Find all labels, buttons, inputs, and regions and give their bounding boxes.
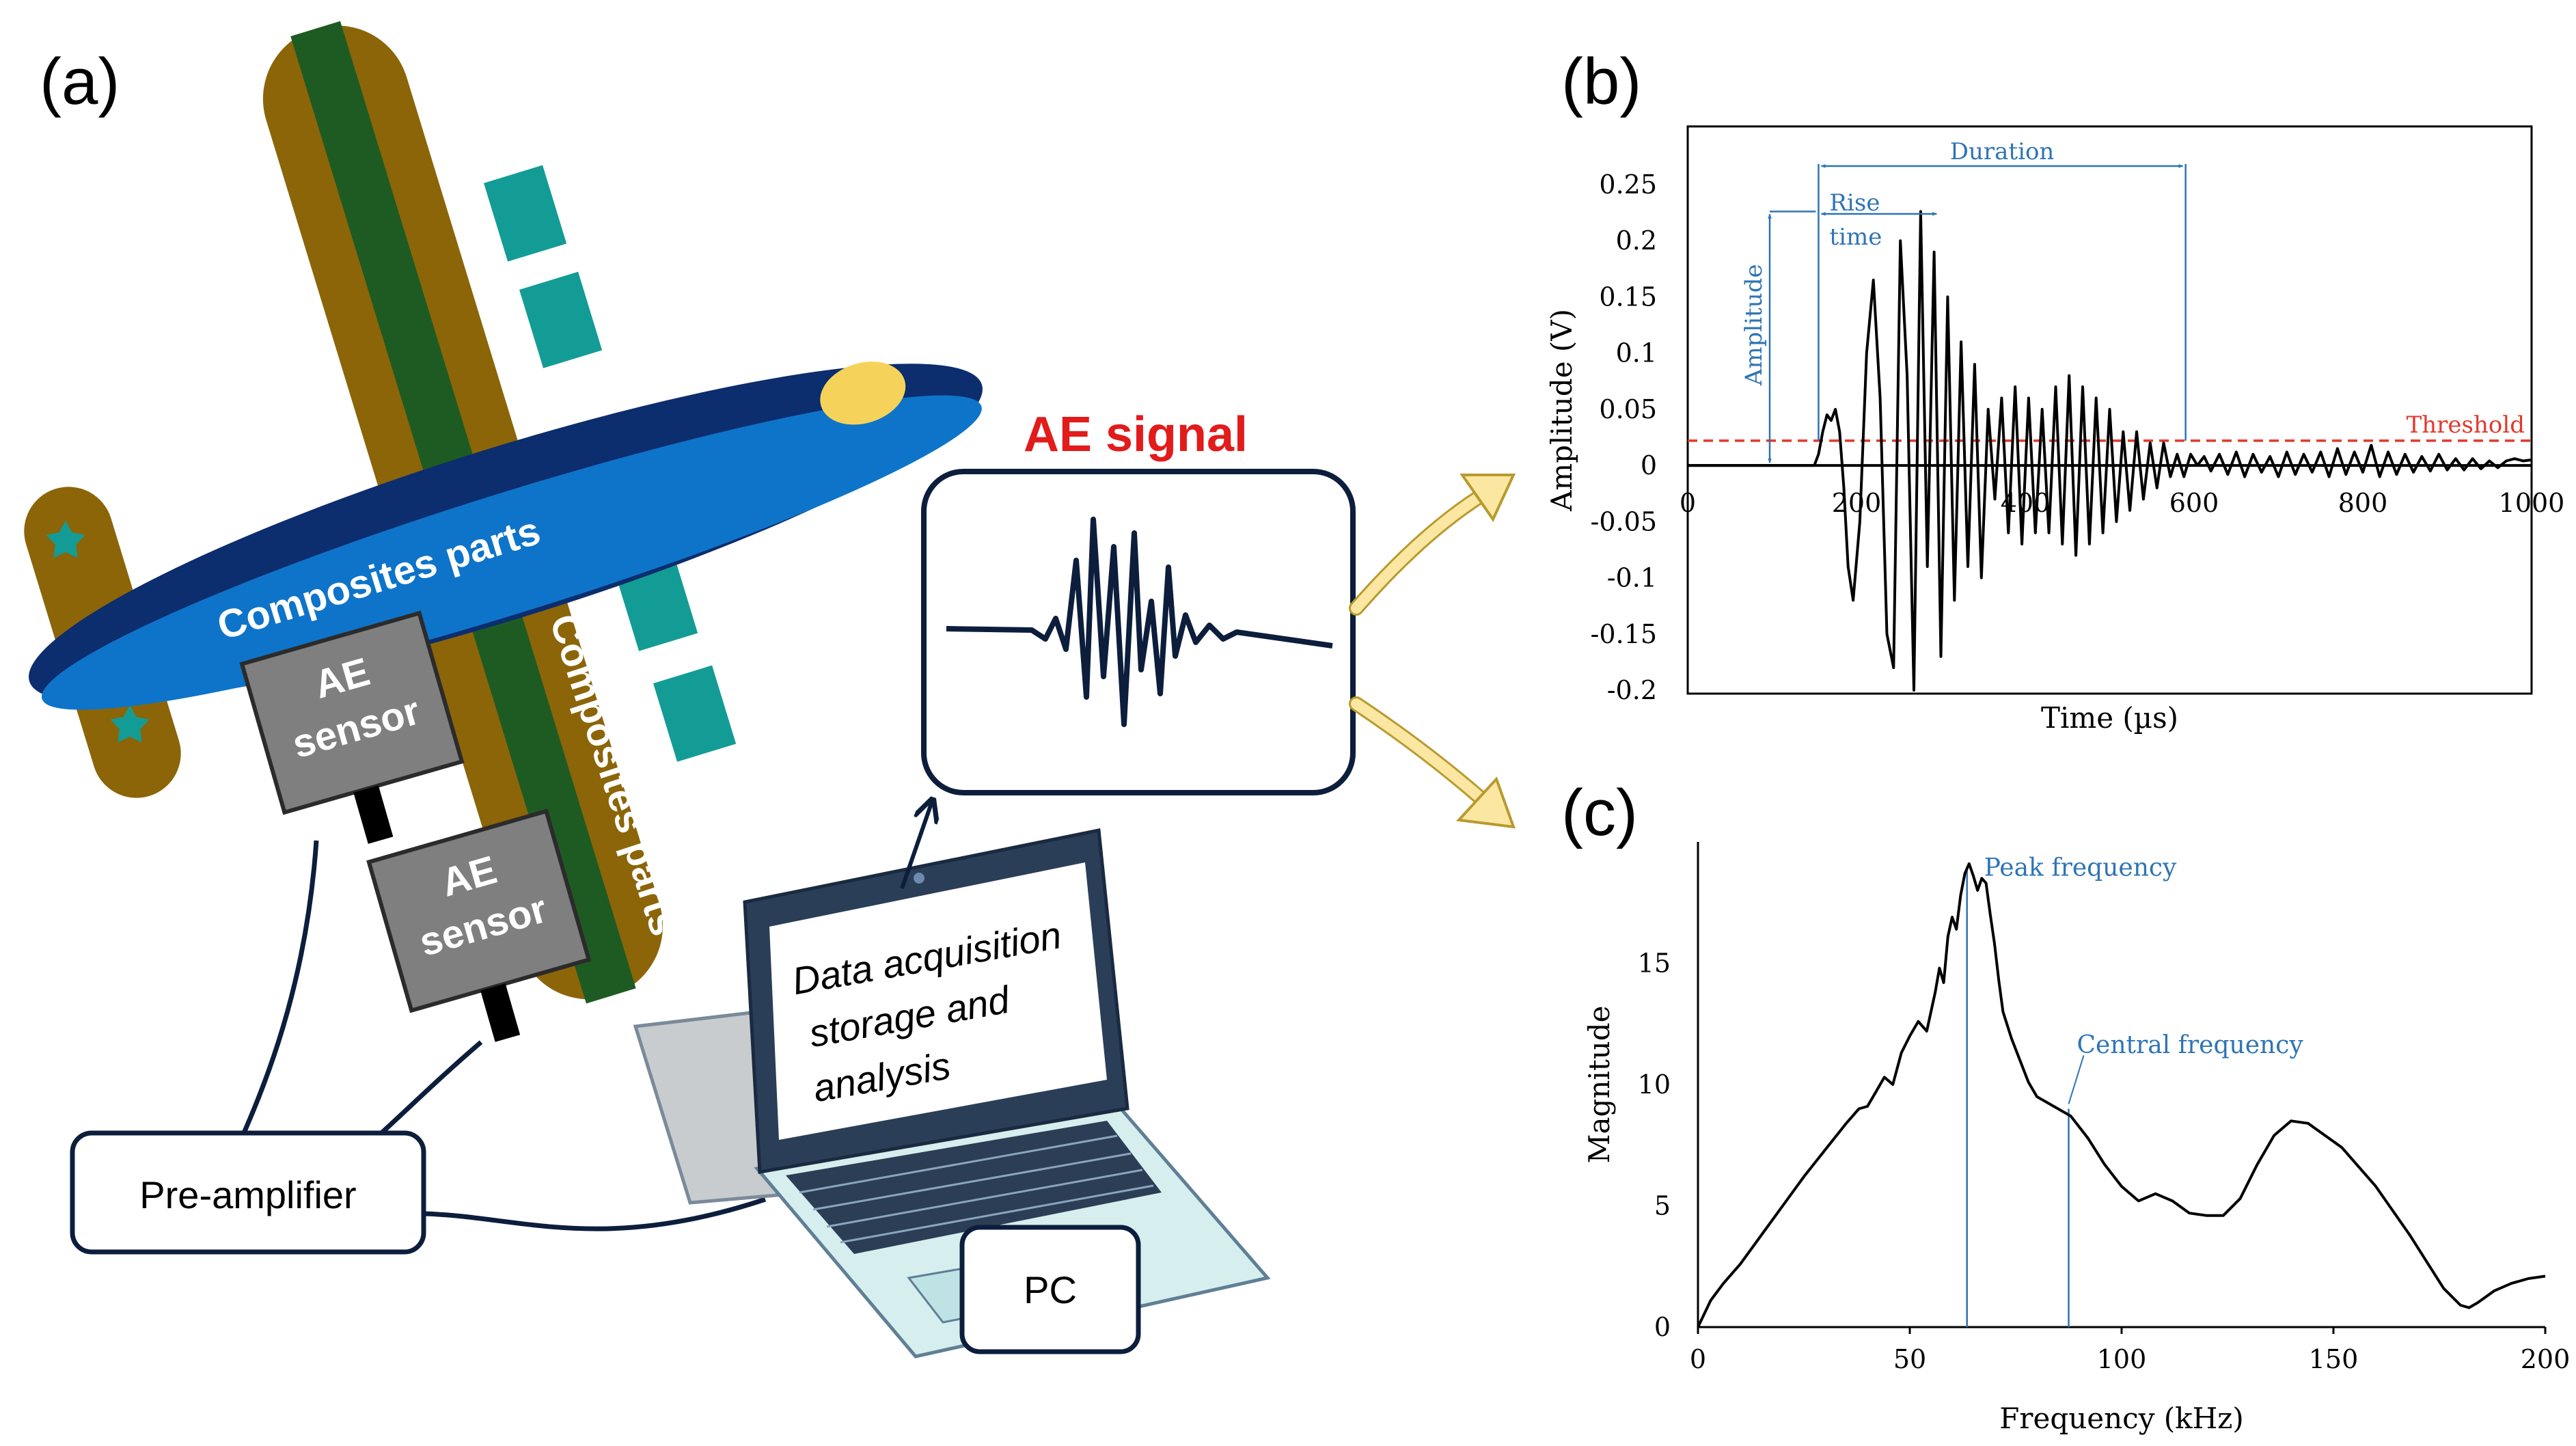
x-tick-label: 1000	[2499, 488, 2565, 518]
panel-label-b: (b)	[1561, 45, 1641, 118]
star-icon	[110, 705, 150, 743]
ae-signal-waveform	[946, 517, 1333, 727]
arrow-to-waveform	[1349, 474, 1516, 616]
y-tick-label: -0.05	[1591, 506, 1657, 536]
cockpit-window	[820, 362, 906, 425]
engine-pods	[484, 165, 737, 762]
y-axis-label: Magnitude	[1582, 1005, 1616, 1163]
y-tick-label: -0.15	[1591, 619, 1657, 649]
ae-signal-title: AE signal	[1024, 407, 1248, 462]
y-tick-label: 15	[1638, 949, 1671, 979]
x-tick-label: 200	[2521, 1344, 2571, 1374]
y-tick-label: 0.1	[1616, 338, 1657, 368]
star-icon	[46, 521, 85, 558]
x-tick-label: 800	[2338, 488, 2388, 518]
laptop-to-signal-arrow	[900, 800, 933, 889]
ae-signal-box: AE signal	[921, 407, 1356, 795]
pc-label: PC	[1024, 1268, 1077, 1311]
x-axis-label: Frequency (kHz)	[1999, 1402, 2244, 1435]
rise-time-annotation-line1: Rise	[1829, 189, 1880, 217]
ae-sensor-2: AE sensor	[366, 808, 592, 1042]
amplitude-annotation: Amplitude	[1740, 264, 1768, 386]
y-tick-label: 0.05	[1599, 394, 1657, 424]
x-axis-label: Time (µs)	[2041, 701, 2178, 735]
signal-annotations	[1768, 164, 2187, 463]
laptop-keyboard	[786, 1121, 1162, 1254]
y-axis-label: Amplitude (V)	[1545, 309, 1578, 512]
series-line	[1697, 862, 2546, 1328]
y-tick-label: 0.2	[1616, 226, 1657, 256]
laptop-display	[769, 862, 1107, 1140]
panel-label-a: (a)	[40, 45, 120, 118]
y-tick-label: -0.2	[1607, 675, 1657, 705]
laptop-illustration: Data acquisition storage and analysis	[633, 828, 1271, 1359]
panel-label-c: (c)	[1561, 776, 1638, 849]
preamplifier-label: Pre-amplifier	[139, 1173, 356, 1216]
y-tick-label: 0.25	[1599, 169, 1657, 200]
arrow-to-spectrum	[1349, 696, 1516, 829]
duration-annotation: Duration	[1950, 138, 2055, 165]
x-tick-label: 600	[2169, 488, 2219, 518]
x-tick-label: 0	[1680, 488, 1696, 518]
airplane-illustration: Composites parts Composites parts	[24, 21, 983, 1004]
pc-box: PC	[959, 1225, 1141, 1354]
x-tick-label: 100	[2097, 1344, 2147, 1374]
y-tick-label: 0	[1654, 1312, 1671, 1342]
fuselage	[29, 362, 983, 710]
threshold-label: Threshold	[2407, 411, 2525, 439]
x-tick-label: 200	[1832, 488, 1882, 518]
x-tick-label: 0	[1690, 1344, 1706, 1374]
preamplifier-box: Pre-amplifier	[70, 1130, 426, 1255]
time-domain-chart: 0.25 0.2 0.15 0.1 0.05 0 -0.05 -0.1 -0.15 -0.2 0 2…	[1545, 125, 2565, 735]
central-frequency-leader	[2068, 1055, 2085, 1104]
y-tick-label: 0.15	[1599, 282, 1657, 312]
y-tick-label: 10	[1638, 1069, 1671, 1100]
y-tick-label: 5	[1654, 1191, 1671, 1221]
y-tick-label: 0	[1641, 450, 1657, 480]
keyboard-keys	[799, 1134, 1154, 1244]
rise-time-annotation-line2: time	[1829, 223, 1882, 251]
series-line	[1688, 210, 2532, 692]
central-frequency-annotation: Central frequency	[2077, 1031, 2304, 1059]
sensor-cables	[241, 840, 767, 1231]
x-tick-label: 150	[2309, 1344, 2359, 1374]
x-tick-label: 50	[1893, 1344, 1926, 1374]
ae-sensor-1: AE sensor	[239, 610, 465, 844]
webcam-icon	[914, 873, 924, 884]
y-tick-label: -0.1	[1607, 563, 1657, 593]
peak-frequency-annotation: Peak frequency	[1984, 854, 2177, 882]
